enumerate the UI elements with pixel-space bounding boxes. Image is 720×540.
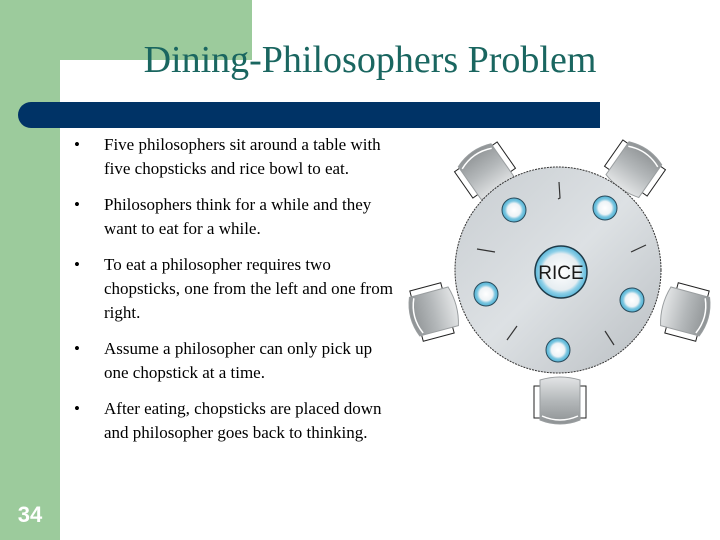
chopstick-icon <box>604 330 615 346</box>
rice-bowl-icon <box>592 195 618 221</box>
bullet-item: • Philosophers think for a while and they… <box>74 193 394 241</box>
content-corner <box>60 60 100 100</box>
chopstick-icon <box>557 181 561 200</box>
chair-icon <box>655 279 716 344</box>
chair-icon <box>533 376 587 425</box>
slide-title: Dining-Philosophers Problem <box>143 39 597 81</box>
bullet-item: • Assume a philosopher can only pick up o… <box>74 337 394 385</box>
chopstick-icon <box>630 244 647 253</box>
bullet-text: To eat a philosopher requires two chopst… <box>104 255 393 322</box>
chopstick-icon <box>506 325 518 341</box>
chopstick-icon <box>476 248 496 253</box>
rice-bowl-icon <box>619 287 645 313</box>
chair-icon <box>403 279 464 344</box>
bullet-text: Assume a philosopher can only pick up on… <box>104 339 373 382</box>
dining-table-diagram: RICE <box>403 134 716 425</box>
rice-center-icon <box>534 245 588 299</box>
rice-bowl-icon <box>473 281 499 307</box>
bullet-item: • After eating, chopsticks are placed dow… <box>74 397 394 445</box>
bullet-icon: • <box>74 195 80 214</box>
bullet-item: • Five philosophers sit around a table wi… <box>74 133 394 181</box>
rice-bowl-icon <box>545 337 571 363</box>
bullet-icon: • <box>74 255 80 274</box>
bullet-item: • To eat a philosopher requires two chops… <box>74 253 394 325</box>
rice-bowl-icon <box>501 197 527 223</box>
title-underline-bar <box>18 102 600 128</box>
slide-number: 34 <box>17 502 43 527</box>
bullet-icon: • <box>74 339 80 358</box>
bullet-text: After eating, chopsticks are placed down… <box>104 399 382 442</box>
bullet-text: Philosophers think for a while and they … <box>104 195 372 238</box>
bullet-list: • Five philosophers sit around a table wi… <box>74 133 394 457</box>
bullet-icon: • <box>74 135 80 154</box>
bullet-icon: • <box>74 399 80 418</box>
green-sidebar <box>0 0 60 540</box>
bullet-text: Five philosophers sit around a table wit… <box>104 135 381 178</box>
rice-label: RICE <box>538 263 583 284</box>
